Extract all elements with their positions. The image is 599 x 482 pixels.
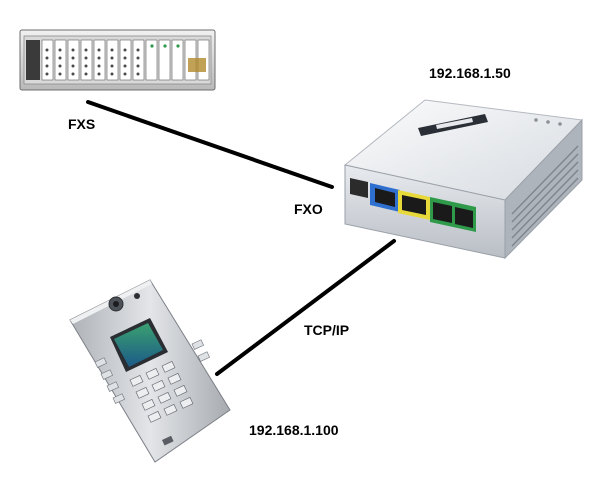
voip-gateway-image — [343, 99, 584, 260]
fxo-label: FXO — [294, 201, 323, 217]
fxs-fxo-connection-line — [86, 100, 334, 189]
doorphone-ip-label: 192.168.1.100 — [249, 422, 339, 438]
pbx-rack-image — [19, 29, 216, 91]
tcpip-label: TCP/IP — [304, 322, 350, 338]
gateway-ip-label: 192.168.1.50 — [429, 65, 511, 81]
fxs-label: FXS — [68, 116, 96, 132]
door-intercom-image — [69, 279, 231, 463]
tcpip-connection-line — [215, 239, 396, 376]
